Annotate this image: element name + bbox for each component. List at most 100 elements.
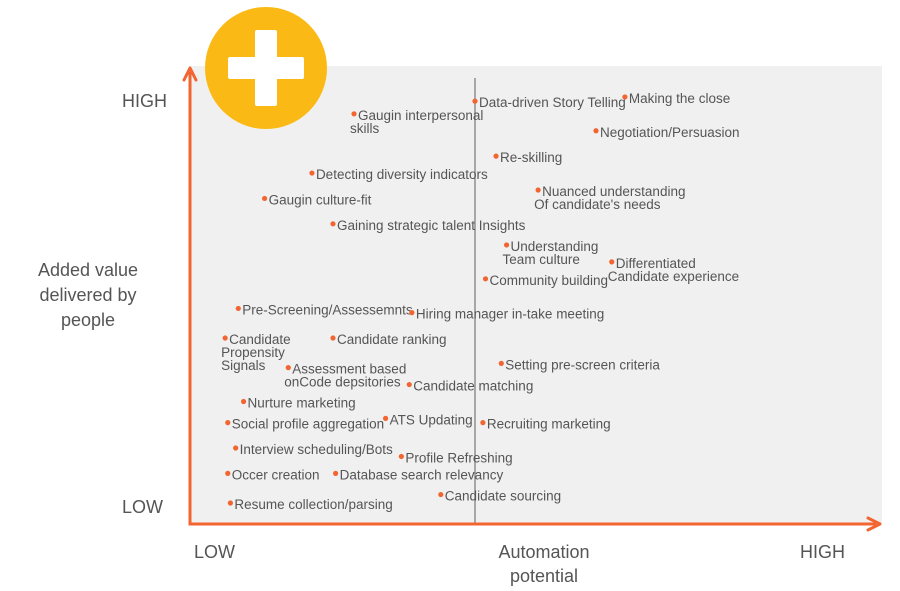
data-point: Gaining strategic talent Insights — [330, 218, 526, 233]
point-marker — [309, 170, 315, 176]
x-axis-arrow — [866, 516, 882, 532]
point-label: Re-skilling — [500, 150, 562, 165]
point-label: ATS Updating — [390, 412, 473, 427]
data-point: Social profile aggregation — [225, 417, 384, 432]
point-marker — [472, 98, 478, 104]
point-marker — [409, 310, 415, 316]
point-label: Hiring manager in-take meeting — [416, 307, 604, 322]
point-marker — [535, 187, 541, 193]
data-point: Recruiting marketing — [480, 417, 611, 432]
point-label: Social profile aggregation — [232, 417, 384, 432]
data-point: Detecting diversity indicators — [309, 167, 488, 182]
point-marker — [493, 153, 499, 159]
point-label: Gaining strategic talent Insights — [337, 218, 526, 233]
point-label: Interview scheduling/Bots — [240, 442, 393, 457]
data-point: ATS Updating — [382, 412, 473, 427]
point-marker — [227, 500, 234, 506]
data-point: Setting pre-screen criteria — [498, 357, 660, 372]
point-label: Detecting diversity indicators — [316, 167, 488, 182]
point-label: Community building — [490, 273, 609, 288]
plus-badge — [205, 7, 327, 129]
point-marker — [382, 415, 389, 421]
data-point: Profile Refreshing — [398, 450, 513, 465]
data-point: Resume collection/parsing — [227, 497, 393, 512]
y-axis-low-label: LOW — [122, 497, 164, 517]
data-point: Nurture marketing — [240, 395, 356, 410]
point-label: Setting pre-screen criteria — [505, 357, 660, 372]
x-axis-title: Automation potential — [498, 542, 590, 586]
point-label: Data-driven Story Telling — [479, 95, 626, 110]
point-marker — [333, 470, 339, 476]
point-marker — [593, 128, 599, 134]
point-marker — [225, 470, 231, 476]
point-marker — [351, 111, 357, 117]
plot-area — [190, 66, 882, 524]
point-marker — [240, 398, 247, 405]
point-label: Profile Refreshing — [405, 450, 512, 465]
point-marker — [330, 335, 336, 341]
point-marker — [503, 242, 510, 248]
point-marker — [498, 360, 504, 367]
axes — [182, 66, 882, 532]
data-point: Gaugin culture-fit — [262, 192, 372, 207]
data-point: Interview scheduling/Bots — [233, 442, 393, 457]
data-point: Pre-Screening/Assessemnts — [235, 302, 413, 317]
y-axis-high-label: HIGH — [122, 91, 167, 111]
point-label: Occer creation — [232, 467, 320, 482]
point-marker — [262, 195, 268, 202]
point-marker — [482, 276, 489, 282]
data-point: Candidate matching — [406, 379, 533, 394]
plot-background — [190, 66, 882, 524]
point-label: Recruiting marketing — [487, 417, 611, 432]
point-label: Candidate matching — [413, 379, 533, 394]
point-marker — [398, 453, 404, 460]
point-label: Candidate sourcing — [445, 489, 561, 504]
point-marker — [222, 335, 228, 341]
plus-icon — [228, 30, 304, 106]
data-point: Negotiation/Persuasion — [593, 125, 740, 140]
data-point: Data-driven Story Telling — [472, 95, 626, 110]
point-label: Resume collection/parsing — [234, 497, 392, 512]
data-point: Candidate sourcing — [438, 489, 561, 504]
point-marker — [438, 491, 444, 498]
point-marker — [233, 445, 239, 451]
y-axis-arrow — [182, 66, 198, 82]
point-label: Making the close — [629, 91, 730, 106]
y-axis-title: Added value delivered by people — [37, 260, 139, 330]
point-label: Database search relevancy — [340, 467, 504, 482]
point-label: Candidate ranking — [337, 332, 447, 347]
point-marker — [622, 94, 628, 100]
data-point: Re-skilling — [493, 150, 562, 165]
point-marker — [330, 221, 336, 227]
x-axis-low-label: LOW — [194, 542, 236, 562]
point-marker — [480, 420, 486, 426]
point-label: Gaugin culture-fit — [269, 192, 372, 207]
point-label: Negotiation/Persuasion — [600, 125, 740, 140]
data-point: Community building — [482, 273, 609, 288]
point-marker — [285, 365, 291, 371]
point-marker — [609, 259, 615, 265]
data-point: Occer creation — [225, 467, 320, 482]
point-label: Pre-Screening/Assessemnts — [242, 302, 413, 317]
point-marker — [235, 305, 241, 312]
data-point: Database search relevancy — [333, 467, 503, 482]
data-point: Candidate ranking — [330, 332, 447, 347]
point-marker — [225, 420, 231, 426]
data-point: Making the close — [622, 91, 730, 106]
data-point: Hiring manager in-take meeting — [409, 307, 604, 322]
x-axis-high-label: HIGH — [800, 542, 845, 562]
